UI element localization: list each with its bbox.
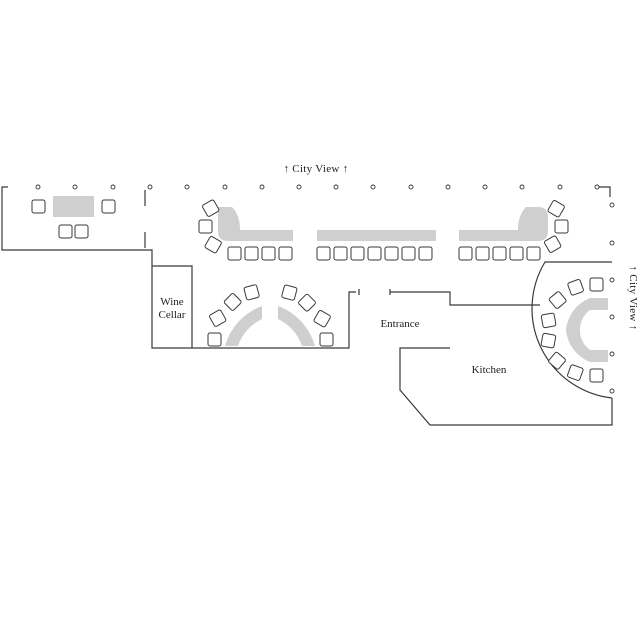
pillar bbox=[609, 277, 615, 283]
chair bbox=[540, 332, 557, 349]
pillar bbox=[222, 184, 228, 190]
chair bbox=[316, 246, 331, 261]
chair bbox=[367, 246, 382, 261]
city-view-top-label: ↑ City View ↑ bbox=[283, 163, 348, 175]
wall-right-curve bbox=[531, 261, 613, 399]
pillar bbox=[609, 240, 615, 246]
chair bbox=[204, 236, 222, 254]
wall-kitchen bbox=[399, 347, 613, 426]
table bbox=[317, 230, 436, 241]
chair bbox=[278, 246, 293, 261]
table-group-center-left bbox=[207, 284, 262, 347]
table-group-top-left bbox=[31, 196, 116, 239]
pillar bbox=[333, 184, 339, 190]
table bbox=[566, 298, 608, 362]
chair bbox=[101, 199, 116, 214]
pillar bbox=[259, 184, 265, 190]
pillar bbox=[184, 184, 190, 190]
chair bbox=[589, 368, 604, 383]
wall-wine-cellar bbox=[152, 265, 193, 348]
pillar bbox=[147, 184, 153, 190]
chair bbox=[333, 246, 348, 261]
chair bbox=[74, 224, 89, 239]
pillars bbox=[35, 184, 615, 394]
pillar bbox=[609, 388, 615, 394]
table bbox=[218, 207, 293, 241]
wall-top-right bbox=[596, 186, 611, 197]
table bbox=[53, 196, 94, 217]
pillar bbox=[609, 351, 615, 357]
chair bbox=[567, 279, 584, 296]
pillar bbox=[557, 184, 563, 190]
pillar bbox=[609, 202, 615, 208]
table-group-top-a bbox=[198, 199, 293, 261]
chair bbox=[526, 246, 541, 261]
chair bbox=[261, 246, 276, 261]
table bbox=[459, 207, 548, 241]
pillar bbox=[72, 184, 78, 190]
chair bbox=[223, 293, 242, 311]
chair bbox=[540, 312, 557, 329]
pillar bbox=[296, 184, 302, 190]
chair bbox=[313, 310, 331, 328]
entrance-label: Entrance bbox=[380, 318, 419, 330]
chair bbox=[458, 246, 473, 261]
chair bbox=[58, 224, 73, 239]
chair bbox=[418, 246, 433, 261]
chair bbox=[554, 219, 569, 234]
chair bbox=[31, 199, 46, 214]
pillar bbox=[445, 184, 451, 190]
chair bbox=[547, 200, 565, 218]
wine-cellar-label-line1: Wine bbox=[160, 296, 183, 308]
pillar bbox=[519, 184, 525, 190]
chair bbox=[544, 235, 562, 253]
chair bbox=[281, 284, 298, 301]
table-group-right bbox=[540, 277, 608, 383]
city-view-right-label: ↑ City View ↑ bbox=[627, 265, 639, 330]
table bbox=[225, 306, 262, 346]
chair bbox=[198, 219, 213, 234]
chair bbox=[243, 284, 260, 301]
wine-cellar-label-line2: Cellar bbox=[159, 309, 186, 321]
kitchen-label: Kitchen bbox=[472, 364, 507, 376]
chair bbox=[207, 332, 222, 347]
table-group-top-c bbox=[458, 200, 569, 261]
chair bbox=[298, 293, 316, 312]
pillar bbox=[609, 314, 615, 320]
chair bbox=[548, 351, 566, 370]
table-group-top-b bbox=[316, 230, 436, 261]
chair bbox=[209, 309, 227, 327]
chair bbox=[227, 246, 242, 261]
chair bbox=[548, 291, 567, 309]
pillar bbox=[408, 184, 414, 190]
chair bbox=[567, 364, 584, 381]
chair bbox=[319, 332, 334, 347]
chair bbox=[401, 246, 416, 261]
walls bbox=[1, 186, 613, 426]
wall-entrance bbox=[390, 291, 540, 306]
chair bbox=[244, 246, 259, 261]
chair bbox=[492, 246, 507, 261]
chair bbox=[509, 246, 524, 261]
chair bbox=[589, 277, 604, 292]
pillar bbox=[482, 184, 488, 190]
table bbox=[278, 306, 315, 346]
pillar bbox=[370, 184, 376, 190]
chair bbox=[384, 246, 399, 261]
pillar bbox=[35, 184, 41, 190]
chair bbox=[475, 246, 490, 261]
chair bbox=[202, 199, 220, 217]
pillar bbox=[110, 184, 116, 190]
chair bbox=[350, 246, 365, 261]
pillar bbox=[594, 184, 600, 190]
table-group-center-right bbox=[278, 284, 334, 347]
wall-top-left bbox=[1, 186, 356, 349]
